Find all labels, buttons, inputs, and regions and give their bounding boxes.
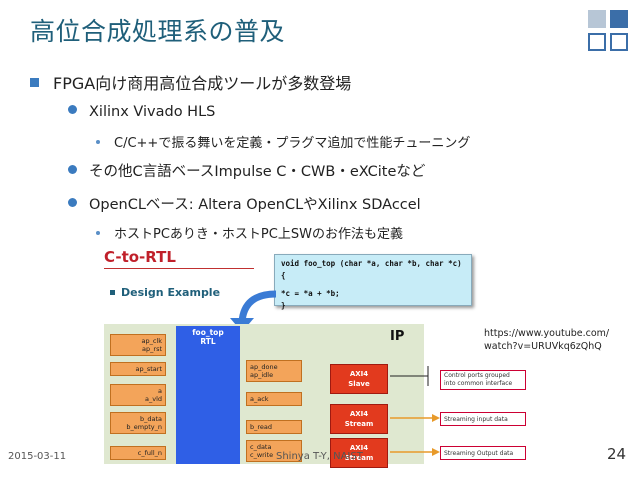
circle-bullet-icon [68,198,77,207]
bracket-lines-icon [390,366,440,456]
url-line[interactable]: watch?v=URUVkq6zQhQ [484,341,602,352]
port-text: c_write [250,451,274,459]
code-line: *c = *a + *b; [281,289,340,298]
axi-text: Slave [348,380,370,388]
small-dot-icon [96,231,100,235]
page-number: 24 [607,445,627,463]
figure-heading: C-to-RTL [104,248,176,266]
footer-date: 2015-03-11 [8,451,67,462]
design-example-text: Design Example [121,286,221,299]
circle-bullet-icon [68,105,77,114]
bullet-opencl: OpenCLベース: Altera OpenCLやXilinx SDAccel [68,193,421,214]
axi4-stream-out-block: AXI4 Stream [330,438,388,468]
logo-icon [588,10,630,54]
port-b: b_data b_empty_n [110,412,166,434]
logo-square-4 [610,33,628,51]
square-bullet-icon [30,78,39,87]
port-text: ap_idle [250,371,274,379]
rtl-label: foo_top RTL [176,328,240,346]
bullet-vivado: Xilinx Vivado HLS [68,104,215,120]
port-text: a [158,387,162,395]
bullet-text: その他C言語ベースImpulse C・CWB・eXCiteなど [89,164,426,180]
port-text: a_ack [250,395,269,403]
bullet-text: C/C++で振る舞いを定義・プラグマ追加で性能チューニング [114,136,471,151]
axi-text: AXI4 [349,444,369,452]
youtube-url[interactable]: https://www.youtube.com/ watch?v=URUVkq6… [484,327,609,353]
axi-text: Stream [344,454,374,462]
bullet-text: ホストPCありき・ホストPC上SWのお作法も定義 [114,227,403,242]
bullet-text: Xilinx Vivado HLS [89,104,216,120]
port-text: ap_done [250,363,278,371]
port-a: a a_vld [110,384,166,406]
note-streaming-output: Streaming Output data [440,446,526,460]
port-a-ack: a_ack [246,392,302,406]
design-example-label: Design Example [110,286,220,299]
bullet-vivado-sub: C/C++で振る舞いを定義・プラグマ追加で性能チューニング [96,132,470,151]
axi4-slave-block: AXI4 Slave [330,364,388,394]
heading-rule [104,268,254,269]
port-c-data-write: c_data c_write [246,440,302,462]
ip-label: IP [390,329,405,344]
axi-text: AXI4 [349,370,369,378]
bullet-level1: FPGA向け商用高位合成ツールが多数登場 [30,70,351,94]
bullet-other: その他C言語ベースImpulse C・CWB・eXCiteなど [68,160,425,181]
port-text: ap_clk [141,337,162,345]
code-line: void foo_top (char *a, char *b, char *c)… [281,259,462,280]
axi-text: AXI4 [349,410,369,418]
port-clk-rst: ap_clk ap_rst [110,334,166,356]
c-to-rtl-figure: C-to-RTL Design Example void foo_top (ch… [104,244,526,468]
bullet-opencl-sub: ホストPCありき・ホストPC上SWのお作法も定義 [96,223,403,242]
url-line[interactable]: https://www.youtube.com/ [484,328,610,339]
bullet-text: FPGA向け商用高位合成ツールが多数登場 [53,74,352,93]
note-control-ports: Control ports grouped into common interf… [440,370,526,390]
port-text: b_empty_n [126,423,162,431]
logo-square-2 [610,10,628,28]
rtl-label-line: foo_top [192,328,224,337]
rtl-block [176,326,240,464]
port-text: c_data [250,443,272,451]
port-text: a_vld [144,395,162,403]
port-text: c_full_n [137,449,162,457]
code-line: } [281,301,286,310]
port-text: ap_start [135,365,163,373]
port-text: ap_rst [142,345,162,353]
code-box: void foo_top (char *a, char *b, char *c)… [274,254,472,310]
slide-title: 高位合成処理系の普及 [30,17,286,46]
port-start: ap_start [110,362,166,376]
logo-square-1 [588,10,606,28]
square-bullet-icon [110,290,115,295]
axi-text: Stream [344,420,374,428]
port-done-idle: ap_done ap_idle [246,360,302,382]
port-c-full: c_full_n [110,446,166,460]
port-text: b_data [139,415,162,423]
port-b-read: b_read [246,420,302,434]
bullet-text: OpenCLベース: Altera OpenCLやXilinx SDAccel [89,197,421,213]
logo-square-3 [588,33,606,51]
note-streaming-input: Streaming input data [440,412,526,426]
rtl-label-line: RTL [200,337,216,346]
small-dot-icon [96,140,100,144]
circle-bullet-icon [68,165,77,174]
axi4-stream-in-block: AXI4 Stream [330,404,388,434]
footer-author: Shinya T-Y, NAIST [276,451,363,462]
port-text: b_read [250,423,273,431]
